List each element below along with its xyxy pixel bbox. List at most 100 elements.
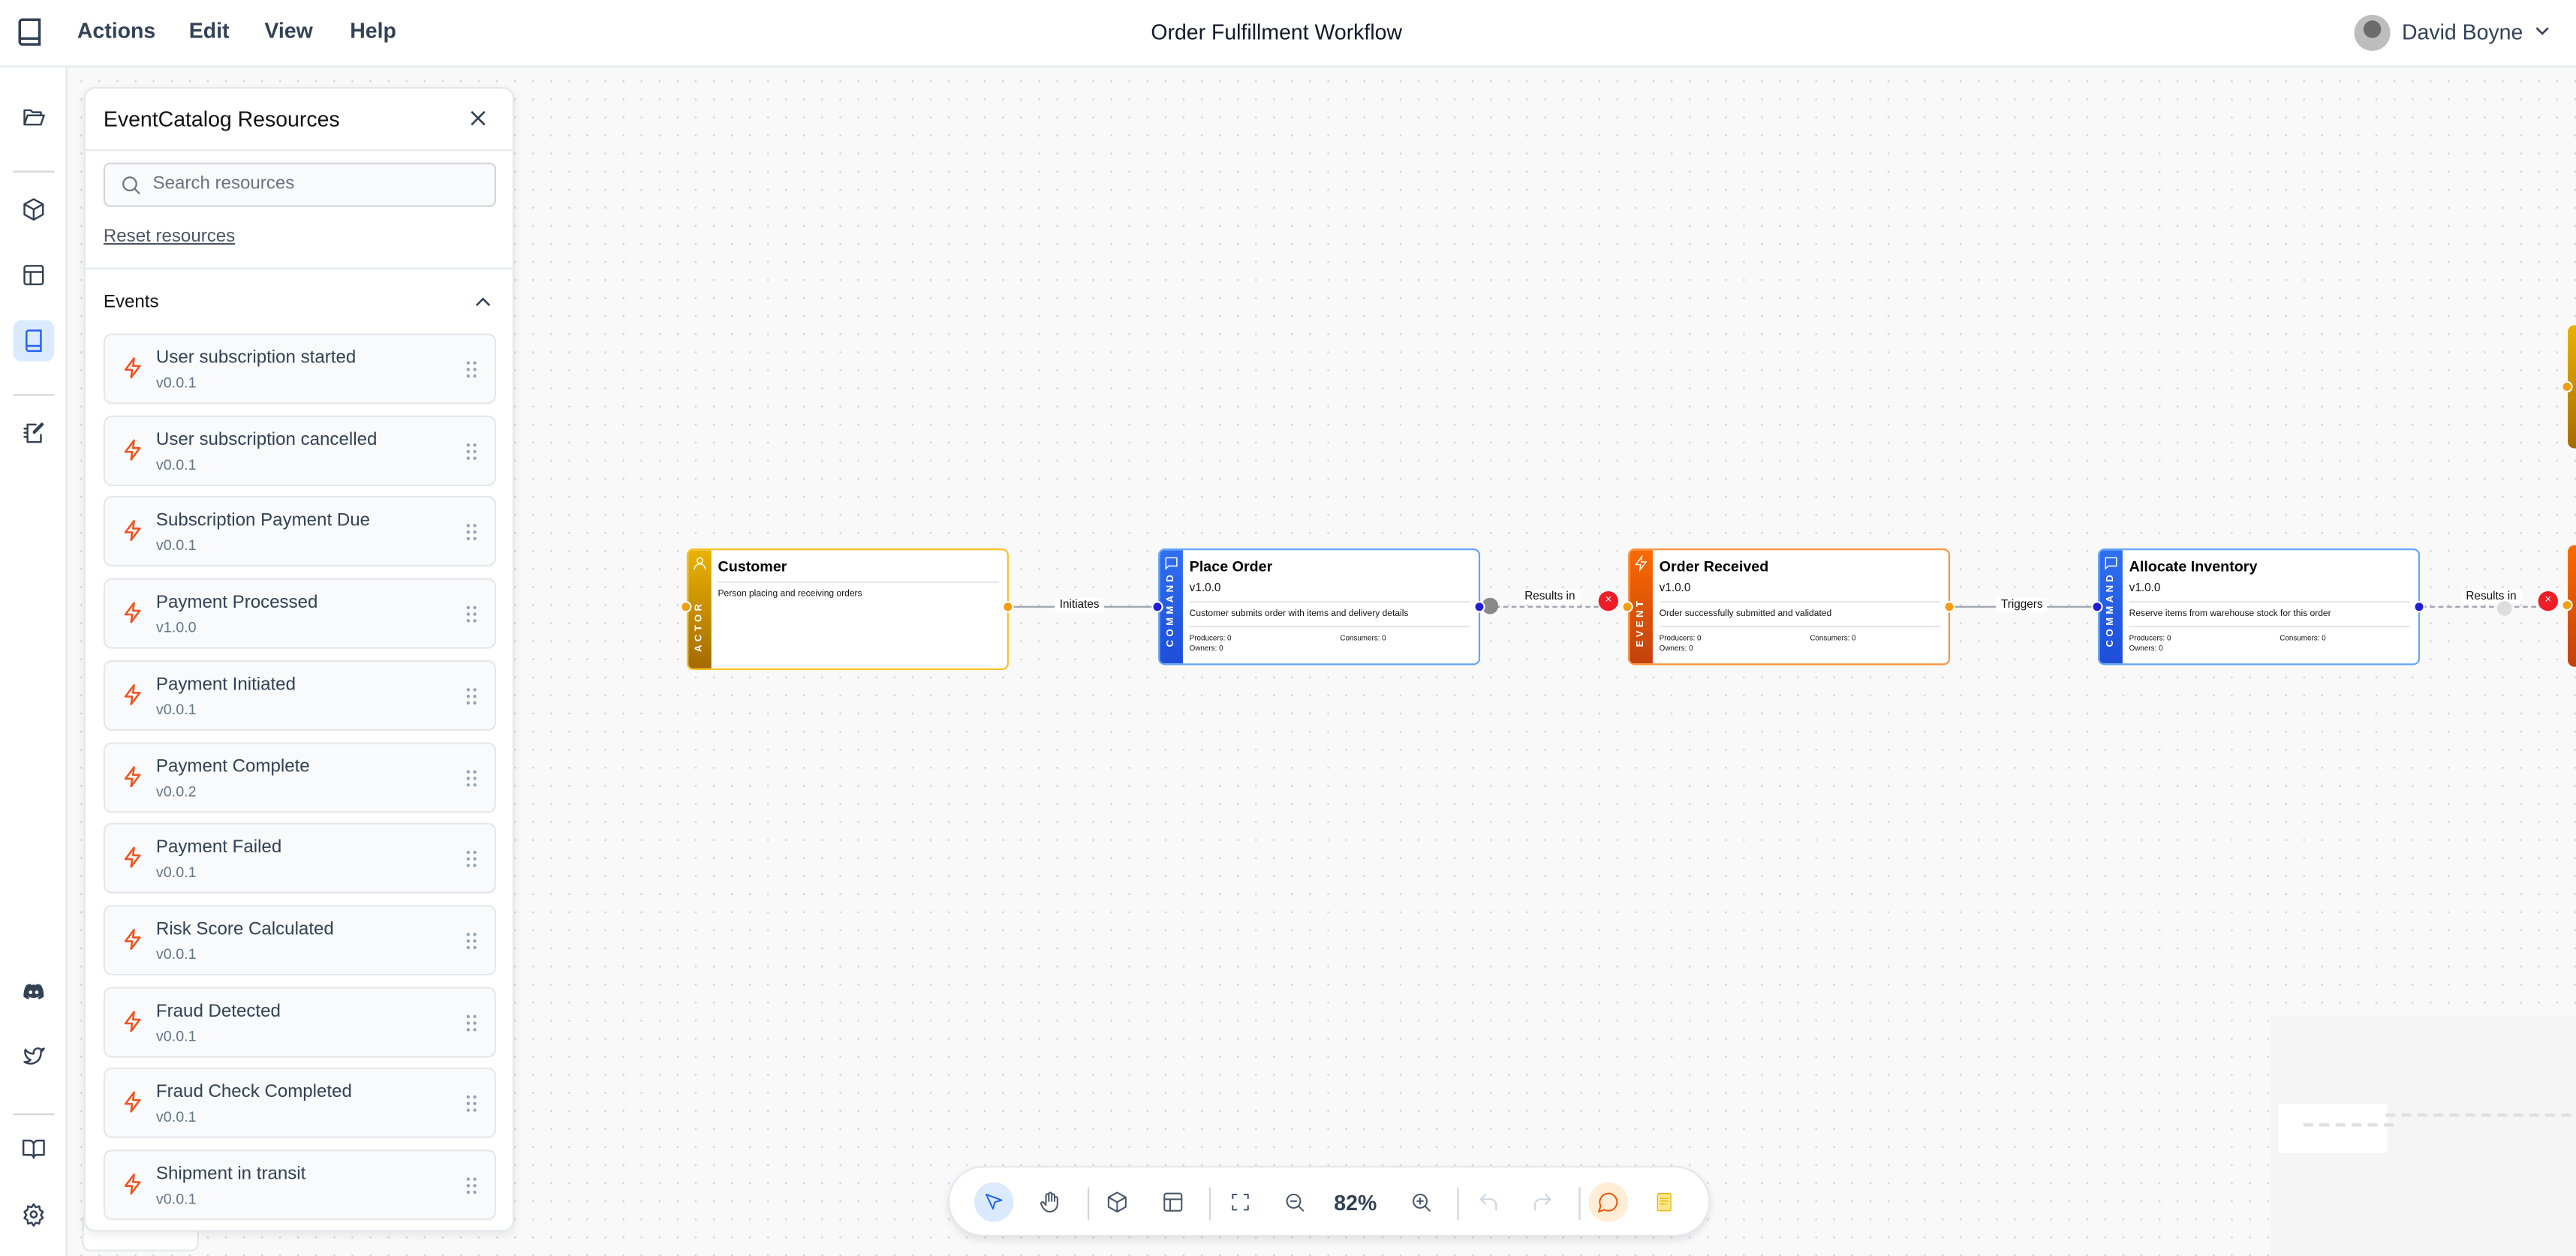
docs-book-open-icon[interactable] — [14, 1128, 55, 1170]
node-handle-out[interactable] — [1943, 601, 1955, 613]
gear-icon[interactable] — [14, 1194, 55, 1235]
drag-handle-icon[interactable] — [466, 932, 477, 949]
drag-handle-icon[interactable] — [466, 443, 477, 460]
resource-list-item[interactable]: Fraud Check Completed v0.0.1 — [103, 1068, 497, 1139]
drag-handle-icon[interactable] — [466, 1095, 477, 1113]
node-consumers: Consumers: 0 — [2280, 633, 2326, 642]
edge-handle[interactable] — [2496, 601, 2512, 616]
twitter-icon[interactable] — [14, 1036, 55, 1077]
drag-handle-icon[interactable] — [466, 851, 477, 868]
undo-button[interactable] — [1469, 1182, 1509, 1222]
resource-list-item[interactable]: Payment Processed v1.0.0 — [103, 578, 497, 649]
node-type-strip: COMMAND — [2099, 550, 2123, 664]
delete-edge-icon[interactable]: × — [1598, 590, 1618, 611]
delete-edge-icon[interactable]: × — [2538, 590, 2558, 611]
fit-view-button[interactable] — [1220, 1182, 1260, 1222]
add-resource-button[interactable] — [1097, 1182, 1137, 1222]
node-version: v1.0.0 — [1659, 583, 1691, 595]
node-handle-in[interactable] — [1151, 601, 1163, 613]
zoom-out-button[interactable] — [1274, 1182, 1314, 1222]
drag-handle-icon[interactable] — [466, 769, 477, 786]
left-rail — [0, 67, 68, 1256]
node-handle-out[interactable] — [2413, 601, 2425, 613]
minimap-viewport[interactable] — [2278, 1103, 2388, 1153]
resource-list-item[interactable]: Shipment in transit v0.0.1 — [103, 1149, 497, 1221]
redo-icon — [1534, 1193, 1551, 1211]
node-handle-in[interactable] — [1621, 601, 1633, 613]
user-name[interactable]: David Boyne — [2401, 20, 2523, 45]
command-icon — [2105, 557, 2117, 570]
event-bolt-icon — [124, 1010, 141, 1032]
node-handle[interactable] — [2561, 599, 2573, 611]
divider — [718, 581, 999, 584]
resources-book-icon[interactable] — [13, 320, 55, 362]
divider — [13, 1113, 55, 1116]
edge-handle[interactable] — [1482, 597, 1499, 614]
avatar[interactable] — [2354, 14, 2391, 51]
resource-list-item[interactable]: User subscription cancelled v0.0.1 — [103, 415, 497, 486]
menu-help[interactable]: Help — [350, 18, 396, 43]
node-owners: Owners: 0 — [2129, 644, 2163, 652]
book-logo-icon[interactable] — [17, 18, 43, 46]
edge-label[interactable]: Triggers — [1996, 597, 2048, 613]
layout-button[interactable] — [1154, 1182, 1193, 1222]
search-input[interactable]: Search resources — [103, 162, 497, 207]
drag-handle-icon[interactable] — [466, 1177, 477, 1194]
page-title: Order Fulfillment Workflow — [1151, 20, 1403, 45]
notebook-pen-icon[interactable] — [14, 412, 55, 453]
node-handle[interactable] — [2561, 380, 2573, 393]
select-tool-button[interactable] — [974, 1182, 1014, 1222]
layout-icon[interactable] — [14, 254, 55, 296]
resource-version: v0.0.1 — [155, 1109, 197, 1125]
drag-handle-icon[interactable] — [466, 687, 477, 705]
divider — [1578, 1187, 1581, 1221]
resource-version: v0.0.1 — [155, 537, 197, 554]
cube-icon[interactable] — [14, 189, 55, 230]
drag-handle-icon[interactable] — [466, 605, 477, 623]
minimap[interactable] — [2270, 1014, 2576, 1256]
drag-handle-icon[interactable] — [466, 361, 477, 378]
resource-list-item[interactable]: Subscription Payment Due v0.0.1 — [103, 496, 497, 567]
node-handle-out[interactable] — [1002, 601, 1014, 613]
resource-list-item[interactable]: Payment Failed v0.0.1 — [103, 822, 497, 894]
node-handle-out[interactable] — [1473, 601, 1485, 613]
drag-handle-icon[interactable] — [466, 524, 477, 541]
menu-view[interactable]: View — [264, 18, 313, 43]
resource-list-item[interactable]: Payment Complete v0.0.2 — [103, 741, 497, 813]
resource-list-item[interactable]: User subscription started v0.0.1 — [103, 333, 497, 404]
node-owners: Owners: 0 — [1189, 644, 1223, 652]
node-title: Allocate Inventory — [2129, 558, 2258, 575]
sticky-note-button[interactable] — [1645, 1182, 1684, 1222]
command-icon — [1165, 557, 1178, 570]
drag-handle-icon[interactable] — [466, 1014, 477, 1031]
resource-list-item[interactable]: Risk Score Calculated v0.0.1 — [103, 904, 497, 975]
node-handle-in[interactable] — [2091, 601, 2103, 613]
event-bolt-icon — [124, 357, 141, 379]
discord-icon[interactable] — [14, 971, 55, 1012]
menu-edit[interactable]: Edit — [188, 18, 230, 43]
chevron-down-icon[interactable] — [2535, 26, 2550, 36]
menu-actions[interactable]: Actions — [77, 18, 156, 43]
reset-resources-link[interactable]: Reset resources — [103, 227, 236, 247]
zoom-level: 82% — [1334, 1190, 1377, 1215]
pan-tool-button[interactable] — [1030, 1182, 1070, 1222]
edge-label[interactable]: Results in — [1519, 589, 1581, 605]
node-handle-in[interactable] — [680, 601, 692, 613]
events-section-header[interactable]: Events — [103, 292, 159, 312]
resource-version: v0.0.1 — [155, 1190, 197, 1207]
redo-button[interactable] — [1523, 1182, 1563, 1222]
comment-button[interactable] — [1588, 1182, 1629, 1222]
resource-list-item[interactable]: Payment Initiated v0.0.1 — [103, 660, 497, 731]
edge-label[interactable]: Initiates — [1055, 597, 1105, 613]
resource-list-item[interactable]: Fraud Detected v0.0.1 — [103, 986, 497, 1057]
edge-label[interactable]: Results in — [2460, 589, 2522, 605]
zoom-in-button[interactable] — [1401, 1182, 1441, 1222]
node-type-label: COMMAND — [2106, 571, 2117, 648]
folder-icon[interactable] — [14, 97, 55, 138]
chevron-up-icon[interactable] — [475, 297, 492, 307]
close-icon[interactable] — [470, 110, 486, 127]
